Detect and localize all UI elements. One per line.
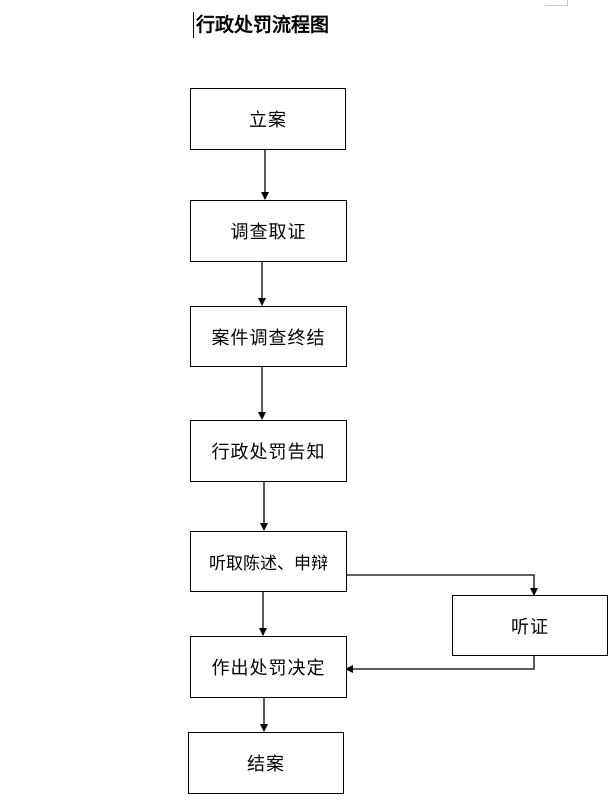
flow-step-case-conclusion: 案件调查终结 [190,306,347,367]
flow-step-closure: 结案 [188,732,344,794]
flow-step-hearing: 听证 [452,595,608,656]
page-title: 行政处罚流程图 [193,12,329,38]
flow-step-statement-defense: 听取陈述、申辩 [190,531,347,592]
page-corner-mark [545,0,568,6]
flow-step-filing: 立案 [190,88,346,150]
arrow-hearing-to-decision [345,656,535,673]
flow-step-decision: 作出处罚决定 [190,636,347,698]
flow-step-penalty-notice: 行政处罚告知 [190,420,347,482]
arrow-statement-to-hearing [346,574,538,596]
flow-step-investigation: 调查取证 [190,200,347,262]
